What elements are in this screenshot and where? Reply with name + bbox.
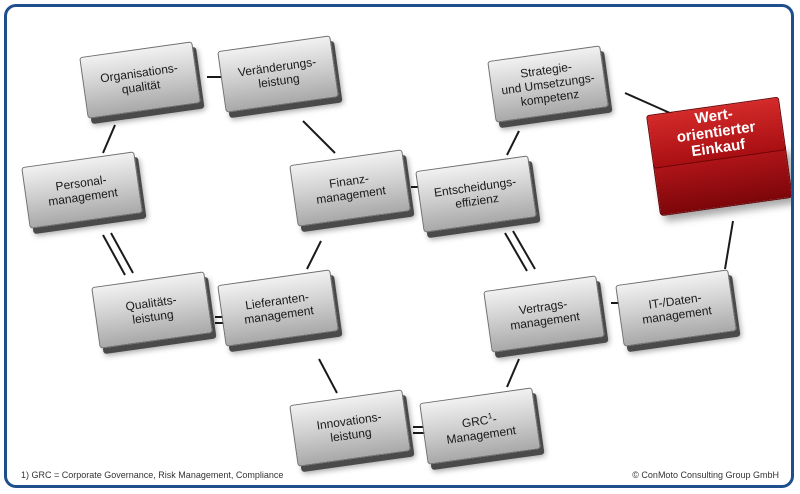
node-label: Innovations- leistung — [315, 409, 383, 445]
node-label: Qualitäts- leistung — [124, 292, 178, 327]
diagram-frame: Organisations- qualität Veränderungs- le… — [4, 4, 794, 488]
footnote: 1) GRC = Corporate Governance, Risk Mana… — [21, 470, 284, 480]
red-box-label: Wert- orientierter Einkauf — [675, 105, 757, 161]
node-label: IT-/Daten- management — [641, 290, 713, 327]
copyright: © ConMoto Consulting Group GmbH — [632, 470, 779, 480]
node-label: Strategie- und Umsetzungs- kompetenz — [500, 59, 596, 109]
link-veraenderung-finanz — [302, 120, 336, 154]
double-link-personal-qualitaet-a — [102, 234, 126, 276]
double-link-personal-qualitaet-b — [110, 232, 134, 274]
node-label: Organisations- qualität — [99, 60, 179, 97]
link-red-it — [724, 220, 734, 270]
link-finanz-lieferant — [306, 240, 322, 270]
node-label: Veränderungs- leistung — [237, 54, 317, 91]
connector-lines — [102, 76, 734, 434]
double-link-entscheidung-vertrag-b — [512, 230, 536, 270]
node-label: Vertrags- management — [509, 296, 581, 333]
link-organisation-personal — [102, 124, 116, 154]
node-label: Finanz- management — [315, 171, 387, 207]
link-lieferant-innovation — [318, 358, 338, 394]
link-entscheidung-strategie — [506, 130, 520, 156]
node-wertorientierter-einkauf: Wert- orientierter Einkauf — [646, 96, 791, 224]
double-link-entscheidung-vertrag-a — [504, 232, 528, 272]
link-vertrag-grc — [506, 358, 520, 388]
node-label: Lieferanten- management — [243, 289, 315, 327]
node-label: Entscheidungs- effizienz — [433, 174, 517, 211]
node-label: GRC1- Management — [443, 406, 517, 446]
node-label: Personal- management — [47, 172, 119, 209]
